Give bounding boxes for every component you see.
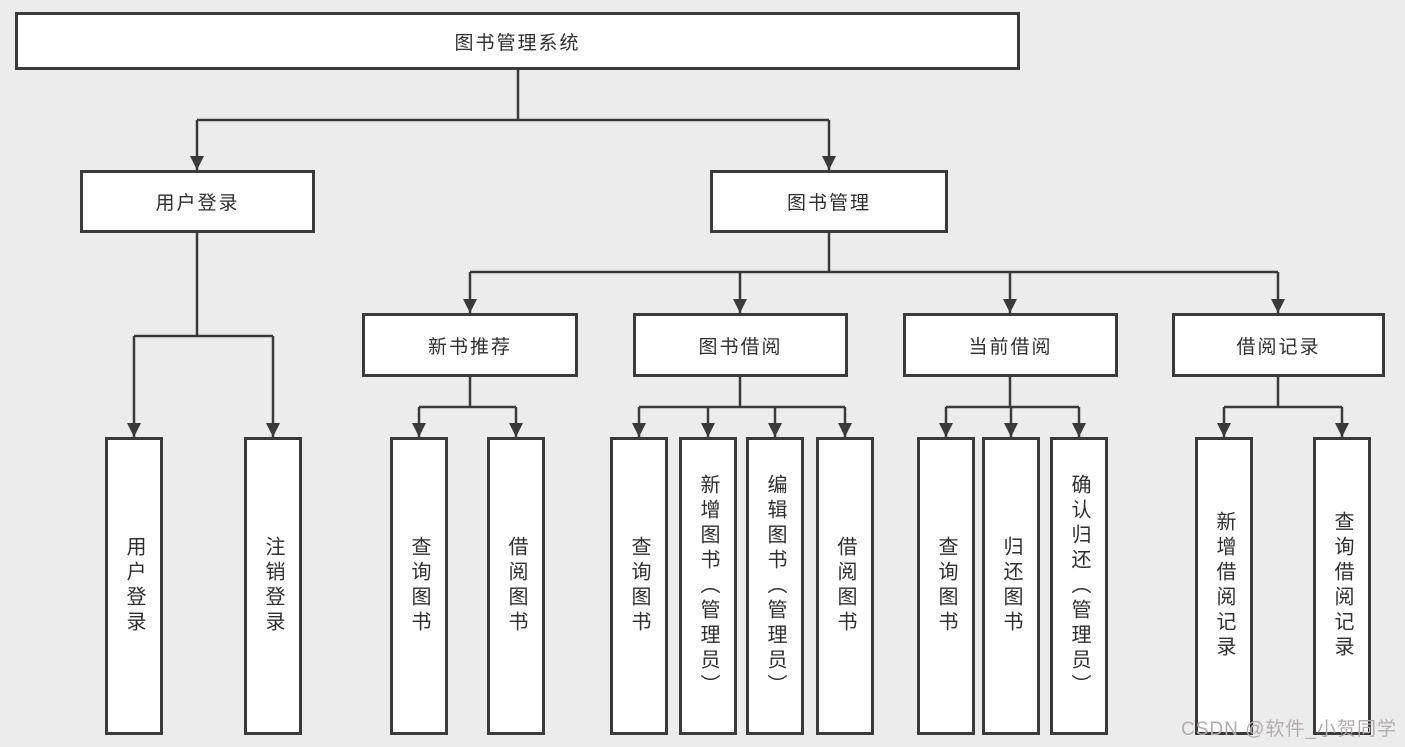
leaf-add-borrow-record: 新增借阅记录 [1195,437,1253,735]
node-label: 新书推荐 [427,336,512,358]
node-label: 新增图书（管理员） [697,473,719,699]
leaf-query-books: 查询图书 [610,437,668,735]
csdn-watermark: CSDN @软件_小贺同学 [1181,719,1397,740]
leaf-query-books: 查询图书 [390,437,448,735]
node-label: 借阅图书 [505,536,527,636]
node-label: 注销登录 [262,536,284,636]
node-label: 新增借阅记录 [1213,511,1235,661]
leaf-edit-books-admin: 编辑图书（管理员） [746,437,804,735]
node-new-book-recommend: 新书推荐 [362,313,578,377]
node-borrow-record: 借阅记录 [1172,313,1385,377]
node-book-borrow: 图书借阅 [633,313,848,377]
node-label: 当前借阅 [968,336,1053,358]
node-user-login: 用户登录 [80,170,315,233]
node-label: 图书管理 [786,193,871,214]
node-label: 用户登录 [123,536,145,636]
leaf-borrow-books: 借阅图书 [487,437,545,735]
node-label: 查询图书 [408,536,430,636]
node-book-management: 图书管理 [710,170,948,233]
leaf-logout: 注销登录 [244,437,302,735]
leaf-query-books: 查询图书 [917,437,975,735]
node-label: 查询图书 [935,536,957,636]
node-label: 查询图书 [628,536,650,636]
node-label: 用户登录 [155,193,240,214]
node-library-management-system: 图书管理系统 [15,12,1020,70]
leaf-confirm-return-admin: 确认归还（管理员） [1050,437,1108,735]
node-label: 借阅图书 [834,536,856,636]
leaf-user-login: 用户登录 [105,437,163,735]
leaf-borrow-books: 借阅图书 [816,437,874,735]
leaf-return-books: 归还图书 [982,437,1040,735]
node-label: 编辑图书（管理员） [764,473,786,699]
node-label: 查询借阅记录 [1331,511,1353,661]
node-label: 图书管理系统 [454,32,581,54]
node-current-borrow: 当前借阅 [903,313,1118,377]
node-label: 确认归还（管理员） [1068,473,1090,699]
leaf-query-borrow-record: 查询借阅记录 [1313,437,1371,735]
node-label: 归还图书 [1000,536,1022,636]
node-label: 借阅记录 [1236,336,1321,358]
leaf-add-books-admin: 新增图书（管理员） [679,437,737,735]
node-label: 图书借阅 [698,336,783,358]
